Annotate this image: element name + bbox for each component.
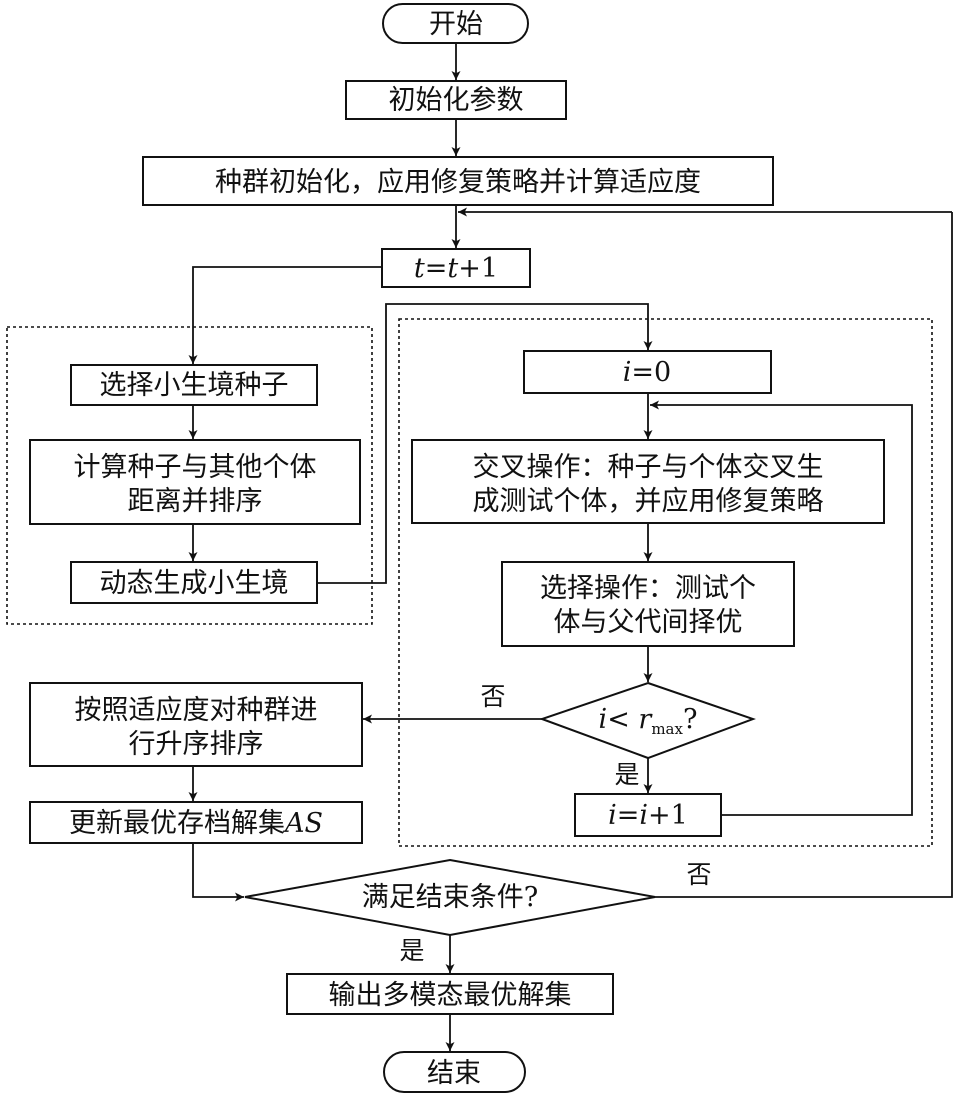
t-update-node: t=t+1 bbox=[381, 248, 531, 288]
dynamic-niche-label: 动态生成小生境 bbox=[100, 568, 289, 599]
end-condition-node: 满足结束条件? bbox=[244, 858, 656, 937]
calc-distance-line1: 计算种子与其他个体 bbox=[74, 452, 317, 483]
sort-line2: 行升序排序 bbox=[129, 729, 264, 760]
population-init-node: 种群初始化，应用修复策略并计算适应度 bbox=[142, 156, 774, 206]
end-label: 结束 bbox=[427, 1058, 481, 1089]
sort-line1: 按照适应度对种群进 bbox=[75, 695, 318, 726]
end-condition-label: 满足结束条件? bbox=[362, 882, 538, 913]
i-increment-label: i=i+1 bbox=[608, 800, 688, 831]
start-node: 开始 bbox=[382, 3, 529, 44]
sort-node: 按照适应度对种群进 行升序排序 bbox=[29, 682, 363, 767]
update-archive-label: 更新最优存档解集AS bbox=[69, 808, 323, 839]
init-params-label: 初始化参数 bbox=[389, 85, 524, 116]
select-seed-label: 选择小生境种子 bbox=[100, 370, 289, 401]
selection-line2: 体与父代间择优 bbox=[554, 607, 743, 638]
arrow-t-to-seed bbox=[188, 266, 382, 364]
init-params-node: 初始化参数 bbox=[345, 80, 567, 120]
end-node: 结束 bbox=[383, 1051, 526, 1093]
update-archive-node: 更新最优存档解集AS bbox=[29, 801, 363, 844]
evolution-group-frame bbox=[398, 318, 933, 847]
line-endcond-no-return bbox=[655, 212, 953, 898]
connectors bbox=[188, 43, 953, 1051]
i-init-node: i=0 bbox=[523, 350, 772, 394]
select-seed-node: 选择小生境种子 bbox=[70, 364, 318, 406]
inner-yes-label: 是 bbox=[614, 760, 639, 789]
calc-distance-node: 计算种子与其他个体 距离并排序 bbox=[29, 439, 361, 525]
output-node: 输出多模态最优解集 bbox=[286, 973, 614, 1015]
crossover-line1: 交叉操作：种子与个体交叉生 bbox=[473, 452, 824, 483]
end-yes-label: 是 bbox=[399, 936, 424, 965]
inner-no-label: 否 bbox=[480, 682, 505, 711]
i-increment-node: i=i+1 bbox=[574, 793, 722, 837]
inner-condition-label: i< rmax? bbox=[599, 704, 698, 738]
arrow-niche-to-i-init bbox=[318, 303, 653, 584]
population-init-label: 种群初始化，应用修复策略并计算适应度 bbox=[215, 167, 701, 198]
inner-condition-node: i< rmax? bbox=[539, 681, 756, 760]
crossover-node: 交叉操作：种子与个体交叉生 成测试个体，并应用修复策略 bbox=[411, 439, 885, 524]
dynamic-niche-node: 动态生成小生境 bbox=[70, 561, 318, 604]
calc-distance-line2: 距离并排序 bbox=[128, 486, 263, 517]
end-no-label: 否 bbox=[686, 860, 711, 889]
i-init-label: i=0 bbox=[623, 357, 671, 388]
crossover-line2: 成测试个体，并应用修复策略 bbox=[473, 486, 824, 517]
arrow-loop-back bbox=[650, 400, 913, 816]
selection-line1: 选择操作：测试个 bbox=[540, 573, 756, 604]
arrow-archive-to-endcond bbox=[192, 843, 244, 902]
niche-group-frame bbox=[6, 326, 373, 625]
output-label: 输出多模态最优解集 bbox=[329, 980, 572, 1011]
selection-node: 选择操作：测试个 体与父代间择优 bbox=[501, 561, 795, 647]
t-update-label: t=t+1 bbox=[414, 253, 498, 284]
start-label: 开始 bbox=[429, 9, 483, 40]
